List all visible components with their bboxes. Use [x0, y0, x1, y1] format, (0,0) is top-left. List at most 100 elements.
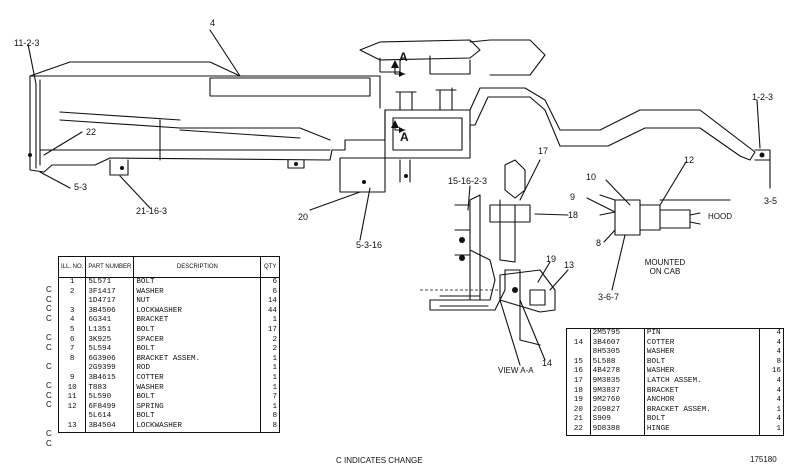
part-number: 6G3906: [85, 354, 134, 365]
section-marker-a-bottom: A: [400, 130, 409, 144]
part-number: 6F8499: [85, 402, 134, 413]
callout-9: 9: [570, 192, 576, 202]
description: WASHER: [133, 287, 262, 298]
callout-8: 8: [596, 238, 602, 248]
ill-number: 22: [573, 425, 583, 434]
change-mark: C: [46, 390, 52, 400]
change-mark: [46, 323, 56, 333]
hood-outline: [29, 75, 756, 173]
part-number: 2M5795: [589, 328, 645, 339]
callout-18: 18: [568, 210, 579, 220]
part-number: 9M2760: [589, 396, 645, 406]
ill-number: 16: [573, 367, 583, 376]
description: ROD: [133, 364, 262, 374]
part-number: 2G9827: [589, 405, 645, 416]
callout-5-3-16: 5-3-16: [356, 240, 383, 250]
ill-number: 1: [69, 278, 75, 287]
quantity: 1: [272, 402, 277, 411]
change-mark: C: [46, 428, 52, 438]
cab-mount: [614, 199, 641, 236]
ill-number: 5: [69, 326, 75, 335]
change-mark: [46, 410, 56, 420]
callout-11-2-3: 11-2-3: [14, 38, 40, 48]
change-mark: C: [46, 438, 52, 448]
change-mark: C: [46, 342, 52, 352]
description: BRACKET: [133, 316, 262, 326]
col-ill-no: ILL. NO.: [58, 256, 86, 278]
col-part-number: PART NUMBER: [85, 256, 134, 278]
quantity: 17: [267, 326, 277, 335]
mounted-label-line1: MOUNTED: [644, 258, 686, 267]
center-block: [384, 109, 471, 159]
part-number: 9M3835: [589, 376, 645, 387]
ill-number: [567, 329, 591, 339]
description: BOLT: [133, 345, 262, 355]
part-number: 3B4504: [85, 421, 134, 432]
ill-number: 7: [69, 345, 75, 354]
callout-3-5: 3-5: [764, 196, 778, 206]
callout-21-16-3: 21-16-3: [136, 206, 168, 216]
part-number: T883: [85, 383, 134, 394]
quantity: 14: [267, 297, 277, 306]
quantity: 7: [272, 393, 277, 402]
callout-15-16-2-3: 15-16-2-3: [448, 176, 488, 186]
callout-13: 13: [564, 260, 575, 270]
mounted-label-line2: ON CAB: [649, 267, 681, 276]
quantity: 1: [776, 425, 781, 434]
quantity: 8: [272, 412, 277, 421]
description: SPACER: [133, 335, 262, 346]
quantity: 6: [272, 287, 277, 296]
part-number: 2G9399: [85, 364, 134, 374]
part-number: 1D4717: [85, 297, 134, 307]
description: LATCH ASSEM.: [643, 376, 761, 387]
change-note: C INDICATES CHANGE: [336, 456, 423, 465]
description: BRACKET ASSEM.: [643, 405, 761, 416]
ill-number: 3: [69, 306, 75, 315]
description: BOLT: [643, 357, 761, 368]
description: WASHER: [643, 367, 761, 377]
ill-number: [59, 364, 86, 374]
part-number: 5L614: [85, 412, 134, 422]
ill-number: 14: [573, 338, 583, 347]
description: COTTER: [133, 373, 262, 384]
change-mark: C: [46, 294, 52, 304]
view-aa-latch: [504, 159, 526, 199]
description: COTTER: [643, 338, 761, 349]
description: BOLT: [133, 325, 262, 336]
ill-number: 8: [69, 354, 75, 363]
part-number: 9M3837: [589, 386, 645, 397]
change-mark: C: [46, 304, 52, 314]
part-number: 5L588: [589, 357, 645, 368]
change-mark: C: [46, 332, 52, 342]
description: HINGE: [643, 424, 761, 436]
hood-label: HOOD: [708, 212, 732, 221]
col-qty: QTY: [260, 256, 280, 278]
part-number: S909: [589, 415, 645, 425]
part-number: 3K925: [85, 335, 134, 346]
callout-22: 22: [86, 127, 97, 137]
description: NUT: [133, 297, 262, 307]
callout-20: 20: [298, 212, 309, 222]
ill-number: [59, 412, 86, 422]
ill-number: 9: [69, 374, 75, 383]
part-number: 3B4607: [589, 338, 645, 349]
quantity: 1: [272, 354, 277, 363]
ill-number: 12: [67, 402, 77, 411]
quantity: 1: [272, 316, 277, 325]
change-mark: C: [46, 313, 52, 323]
quantity: 8: [272, 422, 277, 430]
ill-number: 11: [67, 393, 77, 402]
